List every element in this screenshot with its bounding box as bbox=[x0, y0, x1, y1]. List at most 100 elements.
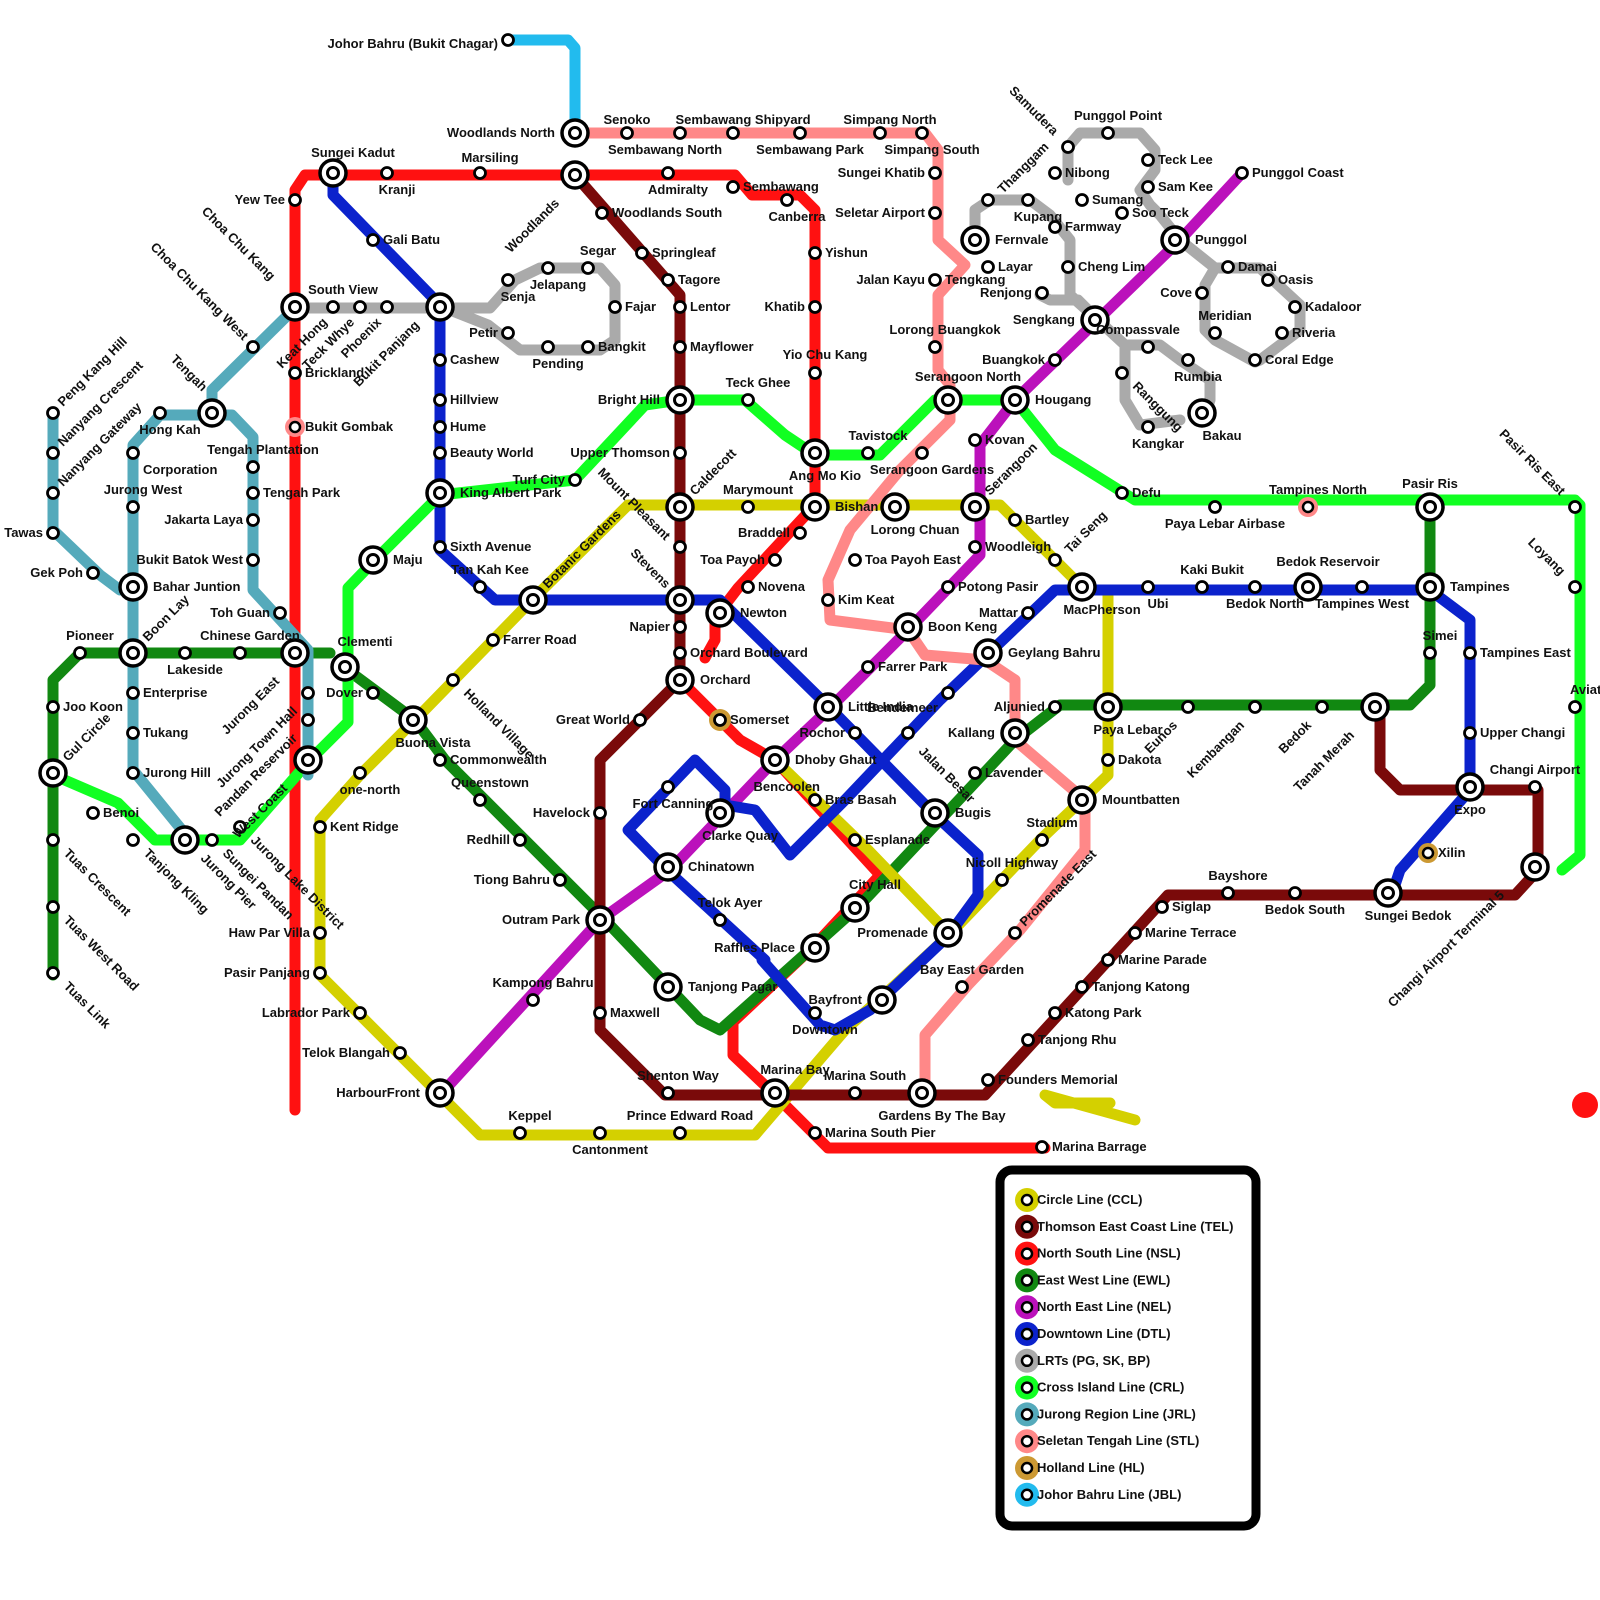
station-marker-compassvale[interactable] bbox=[1143, 342, 1154, 353]
station-marker-somerset[interactable] bbox=[715, 715, 726, 726]
station-marker-simpang-north[interactable] bbox=[875, 128, 886, 139]
station-marker-jalan-kayu[interactable] bbox=[930, 275, 941, 286]
station-marker-mayflower[interactable] bbox=[675, 342, 686, 353]
station-marker-jurong-west[interactable] bbox=[128, 502, 139, 513]
station-marker-stadium[interactable] bbox=[1037, 835, 1048, 846]
station-marker-jurong-hill[interactable] bbox=[128, 768, 139, 779]
station-marker-peng-kang-hill[interactable] bbox=[48, 408, 59, 419]
station-marker-kupang[interactable] bbox=[1023, 195, 1034, 206]
station-marker-kim-keat[interactable] bbox=[823, 595, 834, 606]
station-marker-eunos[interactable] bbox=[1183, 702, 1194, 713]
station-marker-downtown[interactable] bbox=[810, 1008, 821, 1019]
station-marker-hume[interactable] bbox=[435, 422, 446, 433]
station-marker-nicoll-highway[interactable] bbox=[997, 875, 1008, 886]
station-marker-seletar-airport[interactable] bbox=[930, 208, 941, 219]
station-marker-tukang[interactable] bbox=[128, 728, 139, 739]
station-marker-tuas-crescent[interactable] bbox=[48, 835, 59, 846]
station-marker-oasis[interactable] bbox=[1263, 275, 1274, 286]
station-marker-enterprise[interactable] bbox=[128, 688, 139, 699]
station-marker-fort-canning[interactable] bbox=[663, 782, 674, 793]
station-marker-chinese-garden[interactable] bbox=[235, 648, 246, 659]
station-marker-punggol-point[interactable] bbox=[1103, 128, 1114, 139]
station-marker-sembawang-park[interactable] bbox=[795, 128, 806, 139]
station-marker-petir[interactable] bbox=[503, 328, 514, 339]
station-marker-paya-lebar-airbase[interactable] bbox=[1210, 502, 1221, 513]
station-marker-woodlands-south[interactable] bbox=[597, 208, 608, 219]
station-marker-toa-payoh-east[interactable] bbox=[850, 555, 861, 566]
station-marker-upper-thomson[interactable] bbox=[675, 448, 686, 459]
station-marker-marina-south[interactable] bbox=[850, 1088, 861, 1099]
station-marker-soo-teck[interactable] bbox=[1117, 208, 1128, 219]
station-marker-toh-guan[interactable] bbox=[275, 608, 286, 619]
station-marker-sungei-pandan[interactable] bbox=[207, 835, 218, 846]
station-marker-tuas-link[interactable] bbox=[48, 968, 59, 979]
station-marker-nanyang-gateway[interactable] bbox=[48, 488, 59, 499]
station-marker-choa-chu-kang-west[interactable] bbox=[248, 342, 259, 353]
station-marker-tagore[interactable] bbox=[663, 275, 674, 286]
station-marker-tengah-park[interactable] bbox=[248, 488, 259, 499]
station-marker-bayshore[interactable] bbox=[1223, 888, 1234, 899]
station-marker-bedok-south[interactable] bbox=[1290, 888, 1301, 899]
station-marker-kranji[interactable] bbox=[382, 168, 393, 179]
station-marker-shenton-way[interactable] bbox=[663, 1088, 674, 1099]
station-marker-damai[interactable] bbox=[1223, 262, 1234, 273]
station-marker-khatib[interactable] bbox=[810, 302, 821, 313]
station-marker-buangkok[interactable] bbox=[1050, 355, 1061, 366]
station-marker-defu[interactable] bbox=[1117, 488, 1128, 499]
station-marker-marsiling[interactable] bbox=[475, 168, 486, 179]
station-marker-orchard-boulevard[interactable] bbox=[675, 648, 686, 659]
station-marker-napier[interactable] bbox=[675, 622, 686, 633]
station-marker-tavistock[interactable] bbox=[863, 448, 874, 459]
station-marker-katong-park[interactable] bbox=[1050, 1008, 1061, 1019]
station-marker-gali-batu[interactable] bbox=[368, 235, 379, 246]
station-marker-tampines-west[interactable] bbox=[1357, 582, 1368, 593]
station-marker-upper-changi[interactable] bbox=[1465, 728, 1476, 739]
station-marker-thanggam[interactable] bbox=[983, 195, 994, 206]
station-marker-maxwell[interactable] bbox=[595, 1008, 606, 1019]
station-marker-tan-kah-kee[interactable] bbox=[475, 582, 486, 593]
station-marker-kovan[interactable] bbox=[970, 435, 981, 446]
station-marker-bras-basah[interactable] bbox=[810, 795, 821, 806]
station-marker-marine-terrace[interactable] bbox=[1130, 928, 1141, 939]
station-marker-pasir-ris-east[interactable] bbox=[1570, 502, 1581, 513]
station-marker-pending[interactable] bbox=[543, 342, 554, 353]
station-marker-lentor[interactable] bbox=[675, 302, 686, 313]
station-marker-tawas[interactable] bbox=[48, 528, 59, 539]
station-marker-benoi[interactable] bbox=[88, 808, 99, 819]
station-marker-tampines-north[interactable] bbox=[1303, 502, 1313, 512]
station-marker-johor-bahru-bukit-chagar[interactable] bbox=[503, 35, 514, 46]
station-marker-yio-chu-kang[interactable] bbox=[810, 368, 821, 379]
station-marker-lorong-buangkok[interactable] bbox=[930, 342, 941, 353]
station-marker-yishun[interactable] bbox=[810, 248, 821, 259]
station-marker-lavender[interactable] bbox=[970, 768, 981, 779]
station-marker-queenstown[interactable] bbox=[475, 795, 486, 806]
station-marker-telok-blangah[interactable] bbox=[395, 1048, 406, 1059]
station-marker-simei[interactable] bbox=[1425, 648, 1436, 659]
station-marker-pandan-reservoir[interactable] bbox=[303, 715, 314, 726]
station-marker-sungei-khatib[interactable] bbox=[930, 168, 941, 179]
station-marker-springleaf[interactable] bbox=[637, 248, 648, 259]
station-marker-serangoon-gardens[interactable] bbox=[917, 448, 928, 459]
station-marker-great-world[interactable] bbox=[635, 715, 646, 726]
station-marker-tanjong-rhu[interactable] bbox=[1023, 1035, 1034, 1046]
station-marker-bartley[interactable] bbox=[1010, 515, 1021, 526]
station-marker-nanyang-crescent[interactable] bbox=[48, 448, 59, 459]
station-marker-teck-lee[interactable] bbox=[1143, 155, 1154, 166]
station-marker-samudera[interactable] bbox=[1063, 142, 1074, 153]
station-marker-commonwealth[interactable] bbox=[435, 755, 446, 766]
station-marker-loyang[interactable] bbox=[1570, 582, 1581, 593]
station-marker-jalan-besar[interactable] bbox=[903, 728, 914, 739]
station-marker-jakarta-laya[interactable] bbox=[248, 515, 259, 526]
station-marker-marina-south-pier[interactable] bbox=[810, 1128, 821, 1139]
station-marker-labrador-park[interactable] bbox=[355, 1008, 366, 1019]
station-marker-yew-tee[interactable] bbox=[290, 195, 301, 206]
station-marker-bukit-batok-west[interactable] bbox=[248, 555, 259, 566]
station-marker-sembawang-north[interactable] bbox=[675, 128, 686, 139]
station-marker-fajar[interactable] bbox=[610, 302, 621, 313]
station-marker-mount-pleasant[interactable] bbox=[675, 542, 686, 553]
station-marker-layar[interactable] bbox=[983, 262, 994, 273]
station-marker-kangkar[interactable] bbox=[1143, 422, 1154, 433]
station-marker-rumbia[interactable] bbox=[1183, 355, 1194, 366]
station-marker-promenade-east[interactable] bbox=[1010, 928, 1021, 939]
station-marker-turf-city[interactable] bbox=[570, 475, 581, 486]
